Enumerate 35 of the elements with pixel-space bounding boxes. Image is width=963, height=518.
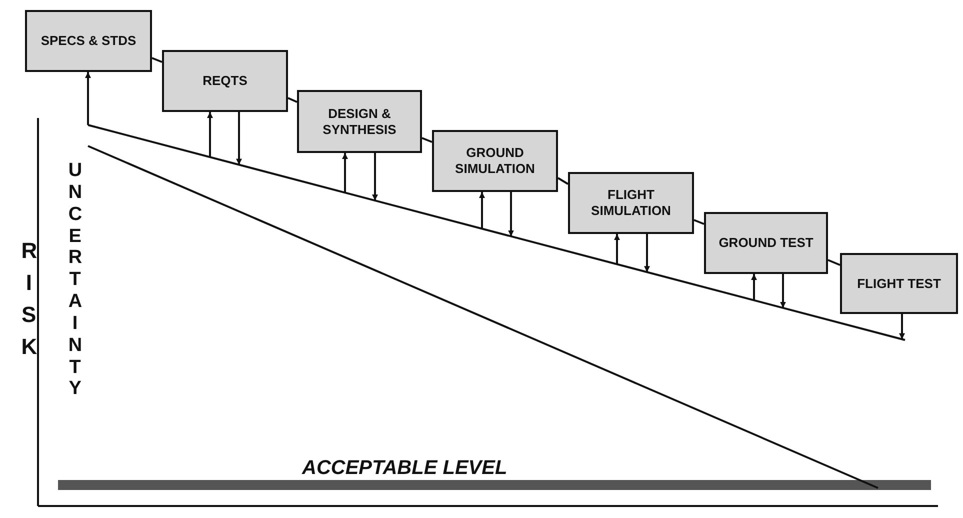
axis-label: UNCERTAINTY <box>67 160 94 400</box>
connector-line <box>694 219 704 225</box>
process-box <box>162 50 288 112</box>
arrow <box>372 153 378 201</box>
arrow <box>342 153 348 193</box>
arrow <box>751 274 757 300</box>
box-label: GROUND TEST <box>718 235 814 251</box>
connector-line <box>557 177 569 185</box>
arrow <box>780 274 786 308</box>
arrow <box>479 192 485 229</box>
process-box <box>297 90 422 153</box>
process-box <box>432 130 558 192</box>
connector-line <box>152 57 162 63</box>
connector-line <box>828 259 840 266</box>
axis-label: RISK <box>20 237 50 361</box>
arrow <box>899 314 905 340</box>
process-box <box>840 253 958 314</box>
box-label: SPECS & STDS <box>40 33 136 49</box>
box-label: FLIGHT TEST <box>857 276 941 292</box>
process-box <box>568 172 694 234</box>
process-box <box>25 10 152 72</box>
box-label: FLIGHT SIMULATION <box>590 187 672 219</box>
arrow <box>614 234 620 264</box>
box-label: GROUND SIMULATION <box>454 145 536 177</box>
level-label: ACCEPTABLE LEVEL <box>302 457 508 480</box>
arrow <box>236 112 242 165</box>
process-box <box>704 212 828 274</box>
arrow <box>207 112 213 158</box>
connector-line <box>422 137 432 143</box>
arrow <box>85 72 91 125</box>
connector-line <box>288 97 298 103</box>
arrow <box>508 192 514 236</box>
box-label: REQTS <box>202 73 248 89</box>
arrow <box>644 234 650 272</box>
box-label: DESIGN & SYNTHESIS <box>322 106 398 138</box>
